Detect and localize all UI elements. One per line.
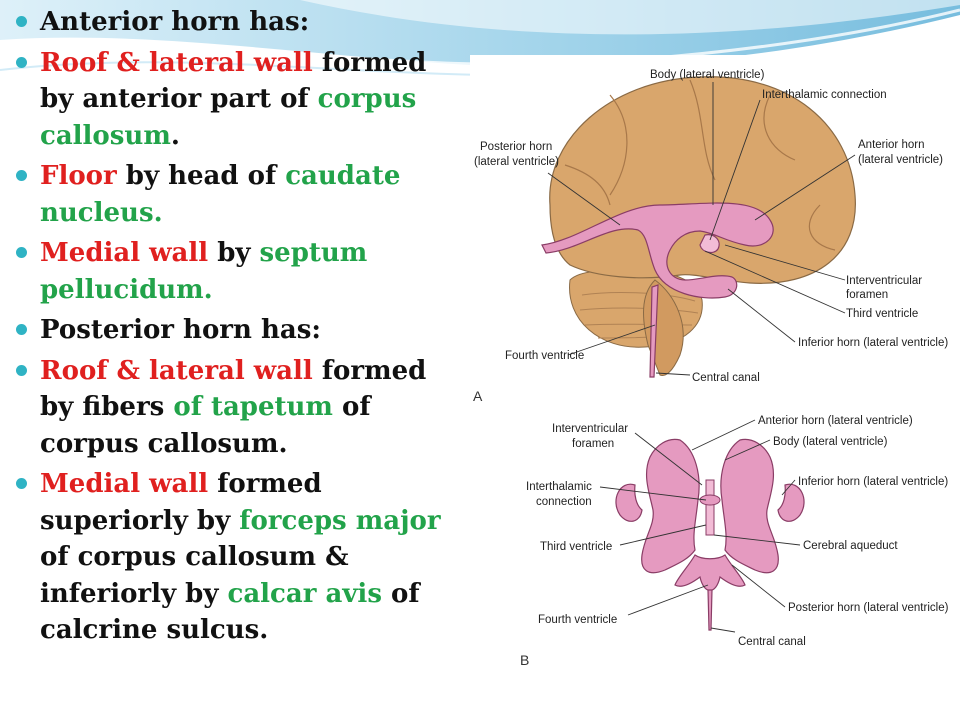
panel-label-a: A	[473, 388, 483, 404]
label-a-body: Body (lateral ventricle)	[650, 69, 765, 81]
bullet-text-segment: of corpus callosum.	[40, 392, 371, 459]
label-a-anterior-2: (lateral ventricle)	[858, 154, 943, 166]
bullet-text-segment: corpus callosum	[40, 84, 417, 151]
label-a-posterior-1: Posterior horn	[480, 141, 552, 153]
label-b-aqueduct: Cerebral aqueduct	[803, 540, 898, 552]
bullet-text-segment: septum pellucidum.	[40, 238, 368, 305]
bullet-item: Anterior horn has:	[12, 4, 462, 41]
label-a-central: Central canal	[692, 372, 760, 384]
bullet-text-segment: of corpus callosum & inferiorly by	[40, 542, 349, 609]
ventricles-superior-view: Interventricular foramen Anterior horn (…	[520, 415, 949, 668]
label-a-third: Third ventricle	[846, 308, 918, 320]
bullet-text-segment: by	[208, 238, 260, 268]
label-a-interventricular-2: foramen	[846, 289, 888, 301]
label-b-interventricular-1: Interventricular	[552, 423, 628, 435]
bullet-text-segment: Medial wall	[40, 238, 209, 268]
label-b-anterior: Anterior horn (lateral ventricle)	[758, 415, 913, 427]
label-b-interthalamic-1: Interthalamic	[526, 481, 592, 493]
label-b-fourth: Fourth ventricle	[538, 614, 617, 626]
label-a-fourth: Fourth ventricle	[505, 350, 584, 362]
label-a-interventricular-1: Interventricular	[846, 275, 922, 287]
bullet-item: Roof & lateral wall formed by anterior p…	[12, 45, 462, 155]
bullet-item: Medial wall by septum pellucidum.	[12, 235, 462, 308]
bullet-list: Anterior horn has: Roof & lateral wall fo…	[12, 4, 462, 653]
bullet-text-segment: Floor	[40, 161, 117, 191]
bullet-item: Floor by head of caudate nucleus.	[12, 158, 462, 231]
bullet-text-segment: of tapetum	[173, 392, 333, 422]
bullet-text-segment: formed by anterior part of	[40, 47, 427, 115]
ventricle-figure: Body (lateral ventricle) Interthalamic c…	[470, 55, 960, 670]
bullet-text-segment: calcar avis	[227, 578, 382, 609]
bullet-item: Medial wall formed superiorly by forceps…	[12, 466, 462, 649]
panel-label-b: B	[520, 652, 529, 668]
label-b-interthalamic-2: connection	[536, 496, 592, 508]
label-b-inferior: Inferior horn (lateral ventricle)	[798, 476, 948, 488]
bullet-text-segment: Roof & lateral wall	[40, 355, 313, 386]
label-b-body: Body (lateral ventricle)	[773, 436, 888, 448]
label-a-posterior-2: (lateral ventricle)	[474, 156, 559, 168]
bullet-text-segment: of calcrine sulcus.	[40, 578, 420, 646]
bullet-text-segment: Medial wall	[40, 469, 209, 499]
label-b-third: Third ventricle	[540, 541, 612, 553]
bullet-text-segment: Roof & lateral wall	[40, 47, 313, 78]
label-b-central: Central canal	[738, 636, 806, 648]
ventricles-lateral-view	[541, 202, 774, 378]
label-a-interthalamic: Interthalamic connection	[762, 89, 887, 101]
bullet-text-segment: formed superiorly by	[40, 469, 322, 536]
label-a-inferior: Inferior horn (lateral ventricle)	[798, 337, 948, 349]
bullet-text-segment: Posterior horn has:	[40, 315, 321, 345]
bullet-text-segment: forceps major	[239, 505, 441, 536]
bullet-text-segment: Anterior horn has:	[40, 7, 310, 37]
bullet-text-segment: caudate nucleus.	[40, 161, 401, 228]
bullet-text-segment: .	[170, 120, 180, 151]
label-b-interventricular-2: foramen	[572, 438, 614, 450]
bullet-text-segment: by head of	[116, 161, 286, 191]
label-b-posterior: Posterior horn (lateral ventricle)	[788, 602, 949, 614]
brain-lateral-view: Body (lateral ventricle) Interthalamic c…	[473, 69, 948, 404]
bullet-item: Posterior horn has:	[12, 312, 462, 349]
label-a-anterior-1: Anterior horn	[858, 139, 924, 151]
bullet-item: Roof & lateral wall formed by fibers of …	[12, 353, 462, 463]
bullet-text-segment: formed by fibers	[40, 355, 427, 423]
header-wave-decoration	[0, 0, 960, 77]
